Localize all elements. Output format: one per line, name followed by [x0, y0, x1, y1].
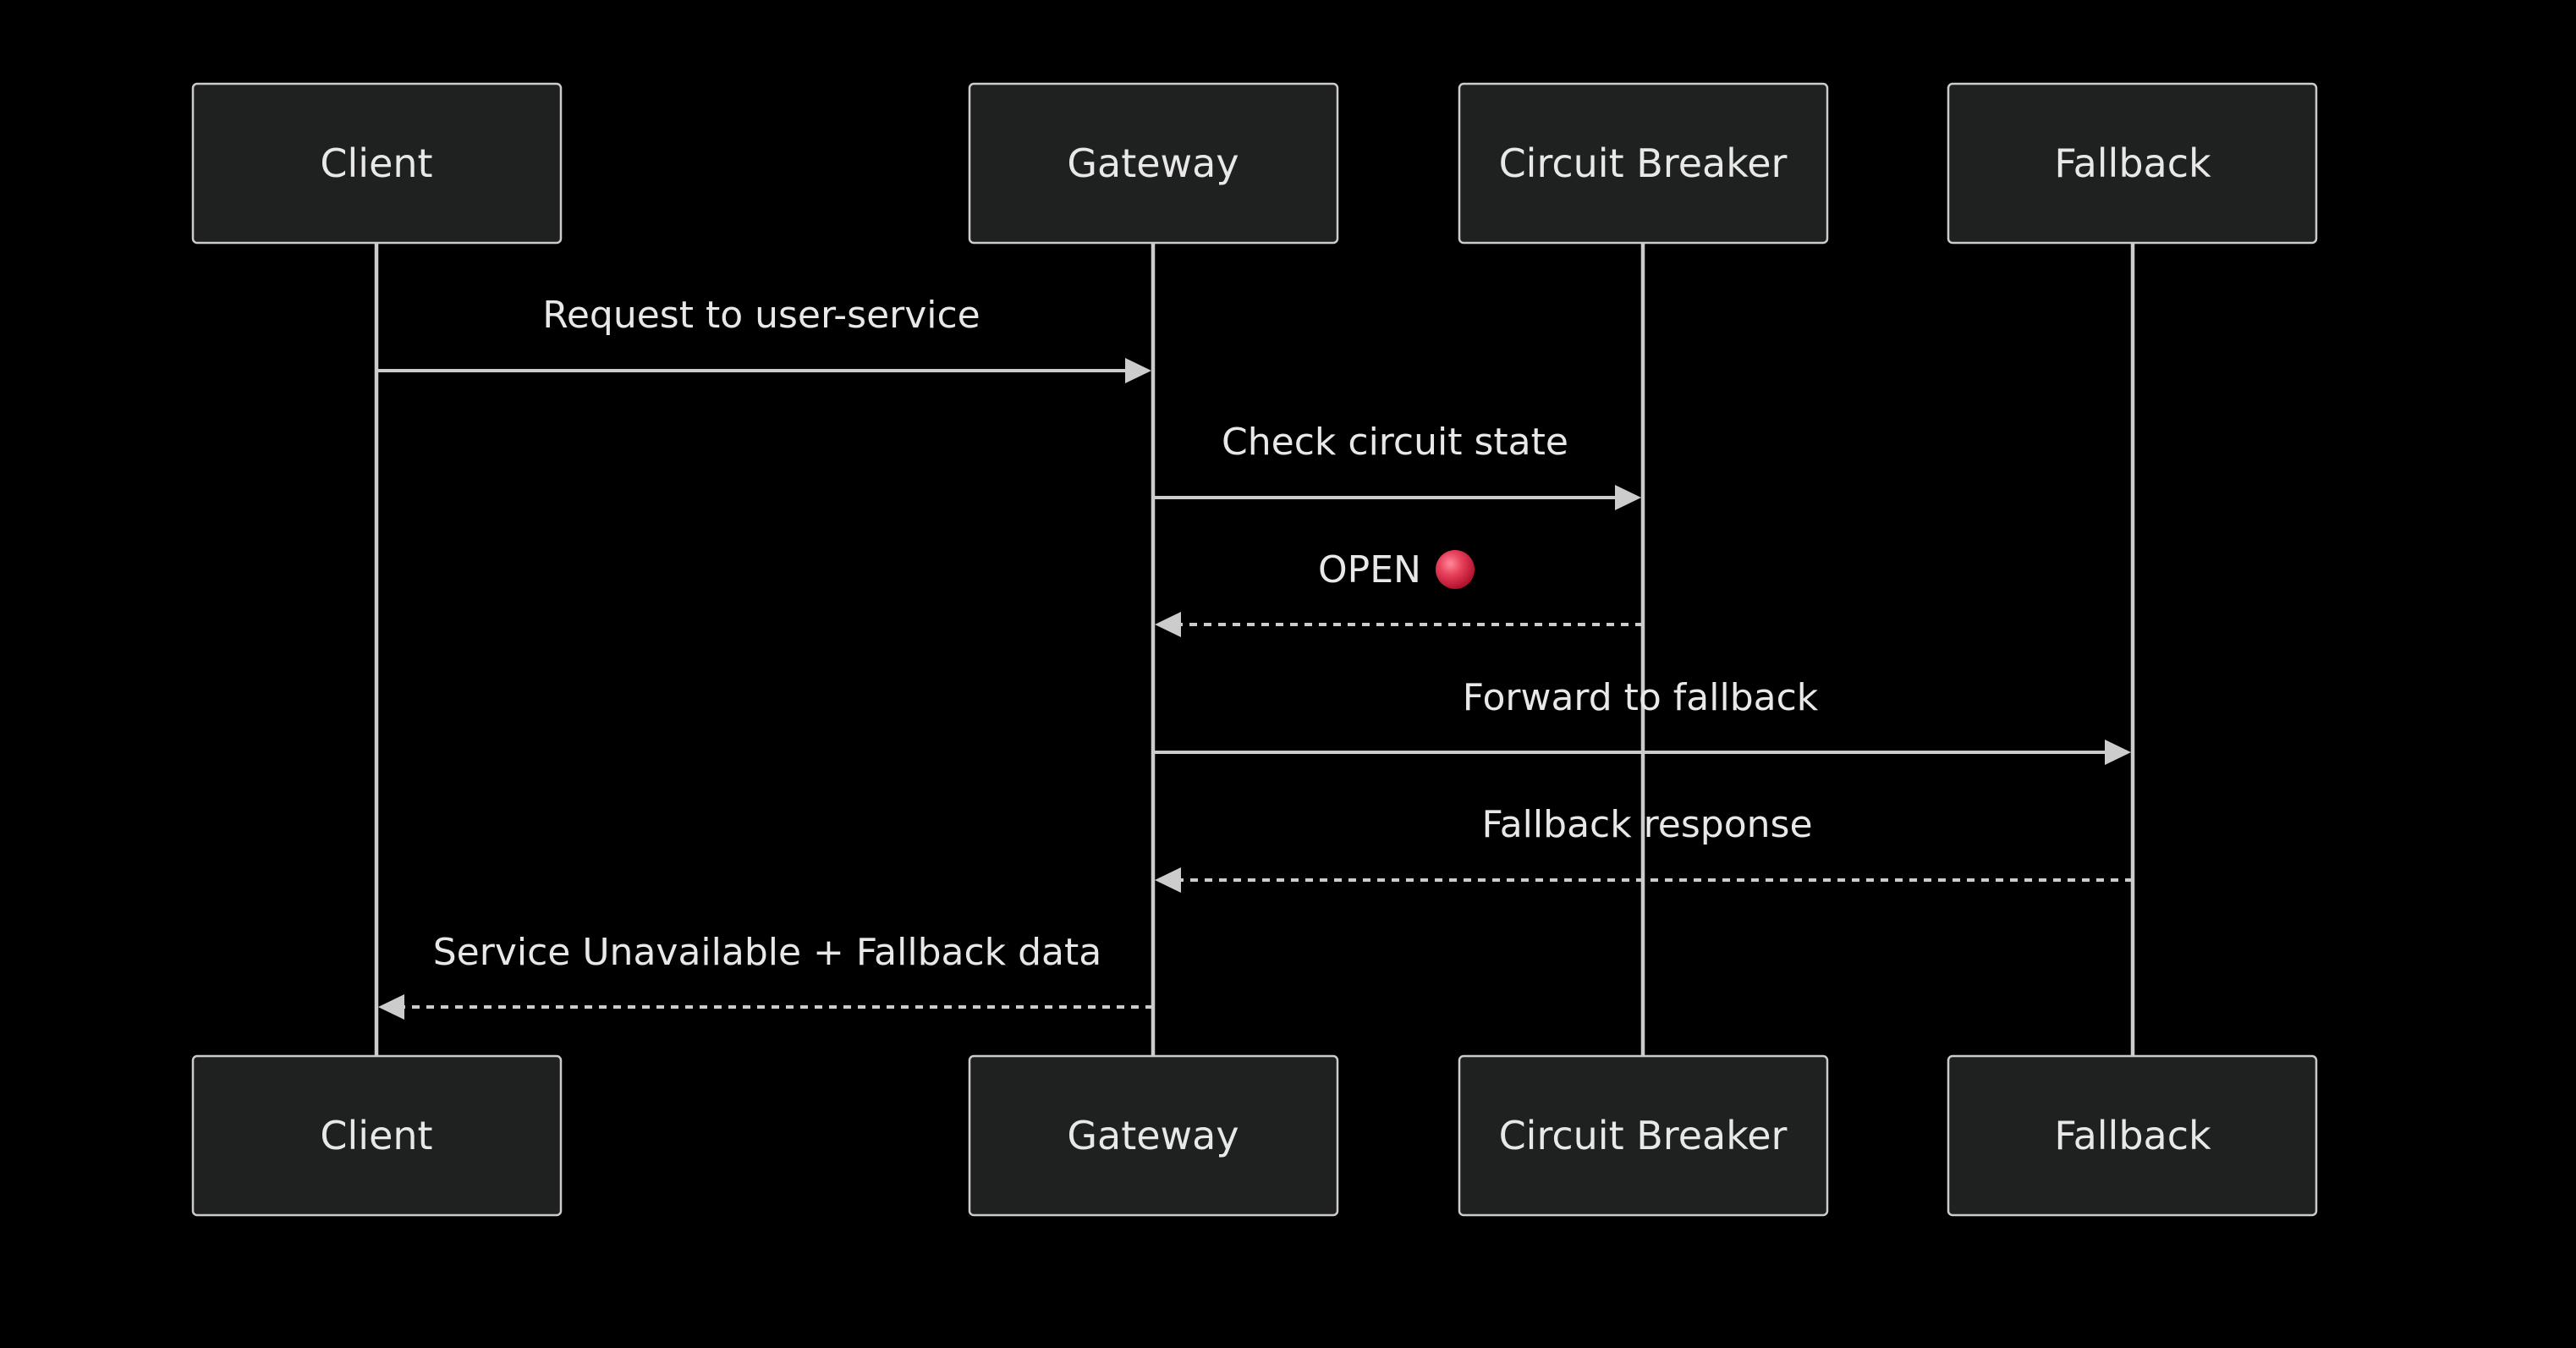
message-check-circuit-state: Check circuit state [1153, 421, 1641, 510]
participant-label: Fallback [2054, 1113, 2211, 1158]
message-label: Request to user-service [542, 294, 980, 337]
arrowhead [2105, 740, 2131, 765]
arrowhead [1155, 612, 1181, 637]
participant-client-bottom: Client [191, 1054, 563, 1217]
participant-circuit-breaker-top: Circuit Breaker [1458, 82, 1829, 245]
arrowhead [378, 994, 404, 1020]
participant-label: Fallback [2054, 140, 2211, 186]
participant-label: Client [320, 140, 432, 186]
participant-label: Gateway [1067, 1113, 1239, 1158]
message-forward-to-fallback: Forward to fallback [1153, 676, 2131, 765]
participant-fallback-top: Fallback [1947, 82, 2318, 245]
message-request-to-user-service: Request to user-service [376, 294, 1151, 383]
participant-gateway-top: Gateway [968, 82, 1339, 245]
participant-fallback-bottom: Fallback [1947, 1054, 2318, 1217]
message-label: OPEN [1318, 548, 1421, 591]
arrowhead [1615, 485, 1641, 510]
message-label: Forward to fallback [1463, 676, 1819, 719]
arrowhead [1125, 358, 1151, 383]
message-label: Fallback response [1481, 803, 1812, 846]
message-service-unavailable: Service Unavailable + Fallback data [378, 931, 1153, 1020]
participant-label: Circuit Breaker [1499, 140, 1788, 186]
arrowhead [1155, 867, 1181, 893]
participant-label: Client [320, 1113, 432, 1158]
participant-gateway-bottom: Gateway [968, 1054, 1339, 1217]
message-label: Service Unavailable + Fallback data [433, 931, 1101, 974]
red-circle-icon [1436, 550, 1475, 589]
participant-label: Gateway [1067, 140, 1239, 186]
message-fallback-response: Fallback response [1155, 803, 2133, 893]
participant-circuit-breaker-bottom: Circuit Breaker [1458, 1054, 1829, 1217]
message-label: Check circuit state [1222, 421, 1568, 464]
participant-client-top: Client [191, 82, 563, 245]
participant-label: Circuit Breaker [1499, 1113, 1788, 1158]
message-open: OPEN [1155, 548, 1643, 637]
